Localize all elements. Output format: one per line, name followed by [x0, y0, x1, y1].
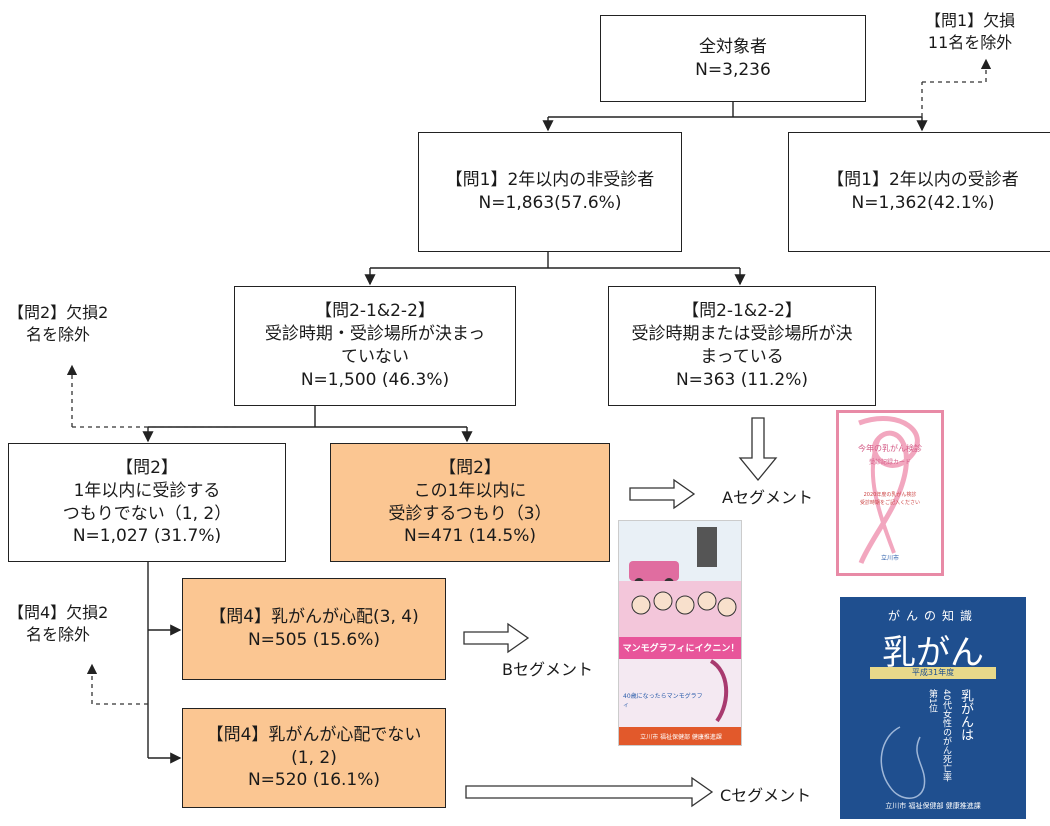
box-label: 【問1】2年以内の受診者	[827, 170, 1019, 191]
note-line: 11名を除外	[927, 32, 1013, 52]
booklet-vertical-3: 第1位	[927, 689, 937, 713]
booklet-top-text: がんの知識	[887, 609, 978, 623]
box-label: 全対象者	[699, 36, 767, 57]
booklet-tag: 平成31年度	[870, 667, 996, 679]
box-count: N=1,027 (31.7%)	[72, 526, 222, 547]
box-text: (1, 2)	[291, 747, 337, 768]
box-count: N=505 (15.6%)	[247, 630, 381, 650]
box-decided: 【問2-1&2-2】 受診時期または受診場所が決 まっている N=363 (11…	[608, 286, 876, 406]
card-line2: 受診時期をご記入ください	[859, 500, 920, 506]
note-line: 【問4】欠損2	[8, 603, 109, 622]
box-count: N=1,500 (46.3%)	[300, 369, 450, 390]
card-footer: 立川市	[880, 555, 899, 562]
box-not-worried: 【問4】乳がんが心配でない (1, 2) N=520 (16.1%)	[182, 708, 446, 808]
note-line: 【問2】欠損2	[8, 303, 109, 322]
box-screened: 【問1】2年以内の受診者 N=1,362(42.1%)	[788, 132, 1050, 252]
box-label: 【問4】乳がんが心配(3, 4)	[209, 607, 419, 628]
segment-a-label: Aセグメント	[722, 488, 813, 507]
manga-caption: 40歳になったらマンモグラフィ	[623, 693, 703, 709]
box-text: 受診時期・受診場所が決まっ	[264, 324, 486, 345]
box-count: N=471 (14.5%)	[403, 526, 537, 547]
box-label: 【問2】	[439, 457, 501, 478]
segment-c-label: Cセグメント	[720, 786, 812, 805]
box-all-subjects: 全対象者 N=3,236	[600, 15, 866, 102]
note-q1-missing: 【問1】欠損 11名を除外	[925, 10, 1015, 53]
box-text: 1年以内に受診する	[73, 480, 221, 501]
note-q2-missing: 【問2】欠損2 名を除外	[8, 302, 108, 345]
note-line: 名を除外	[26, 624, 91, 644]
box-count: N=520 (16.1%)	[247, 770, 381, 791]
box-text: ていない	[341, 347, 409, 367]
box-worried: 【問4】乳がんが心配(3, 4) N=505 (15.6%)	[182, 578, 446, 680]
booklet-vertical-2: 40代女性のがん死亡率	[941, 689, 951, 782]
box-count: N=1,863(57.6%)	[478, 193, 622, 213]
box-text: まっている	[700, 347, 784, 367]
box-label: 【問1】2年以内の非受診者	[445, 170, 655, 191]
box-no-intent: 【問2】 1年以内に受診する つもりでない（1, 2） N=1,027 (31.…	[8, 443, 286, 562]
booklet-figure-illustration	[880, 726, 926, 799]
note-q4-missing: 【問4】欠損2 名を除外	[8, 602, 108, 645]
booklet-title: 乳がん	[882, 633, 984, 673]
box-undecided: 【問2-1&2-2】 受診時期・受診場所が決まっ ていない N=1,500 (4…	[234, 286, 516, 406]
manga-illustration	[619, 521, 741, 745]
manga-banner: マンモグラフィにイクニン！	[622, 644, 740, 654]
box-count: N=363 (11.2%)	[675, 369, 809, 390]
manga-pamphlet-image: マンモグラフィにイクニン！ 40歳になったらマンモグラフィ 立川市 福祉保健部 …	[618, 520, 742, 746]
card-subtitle: 受診記録カード	[868, 459, 911, 466]
box-label: 【問2-1&2-2】	[315, 301, 435, 322]
booklet-vertical-1: 乳がんは	[958, 689, 973, 741]
box-label: 【問2-1&2-2】	[682, 301, 802, 322]
box-count: N=1,362(42.1%)	[851, 193, 995, 213]
segment-b-label: Bセグメント	[502, 660, 593, 679]
box-non-screened: 【問1】2年以内の非受診者 N=1,863(57.6%)	[418, 132, 682, 252]
box-text: 受診時期または受診場所が決	[631, 324, 853, 345]
box-intent: 【問2】 この1年以内に 受診するつもり（3） N=471 (14.5%)	[330, 443, 610, 562]
box-text: この1年以内に	[413, 480, 527, 501]
manga-footer: 立川市 福祉保健部 健康推進課	[640, 734, 722, 741]
breast-cancer-booklet-image: がんの知識 乳がん 平成31年度 乳がんは 40代女性のがん死亡率 第1位 立川…	[840, 597, 1026, 819]
card-line1: 2020年度の乳がん検診	[863, 492, 917, 498]
box-label: 【問4】乳がんが心配でない	[206, 724, 422, 745]
screening-card-image: 今年の乳がん検診 受診記録カード 2020年度の乳がん検診 受診時期をご記入くだ…	[836, 410, 944, 576]
box-label: 【問2】	[116, 457, 178, 478]
box-text: つもりでない（1, 2）	[62, 503, 232, 524]
booklet-footer: 立川市 福祉保健部 健康推進課	[885, 802, 981, 810]
box-count: N=3,236	[695, 59, 771, 80]
note-line: 【問1】欠損	[925, 11, 1016, 30]
ribbon-icon	[858, 416, 920, 564]
box-text: 受診するつもり（3）	[388, 503, 552, 524]
note-line: 名を除外	[26, 324, 91, 344]
card-title: 今年の乳がん検診	[858, 444, 922, 453]
